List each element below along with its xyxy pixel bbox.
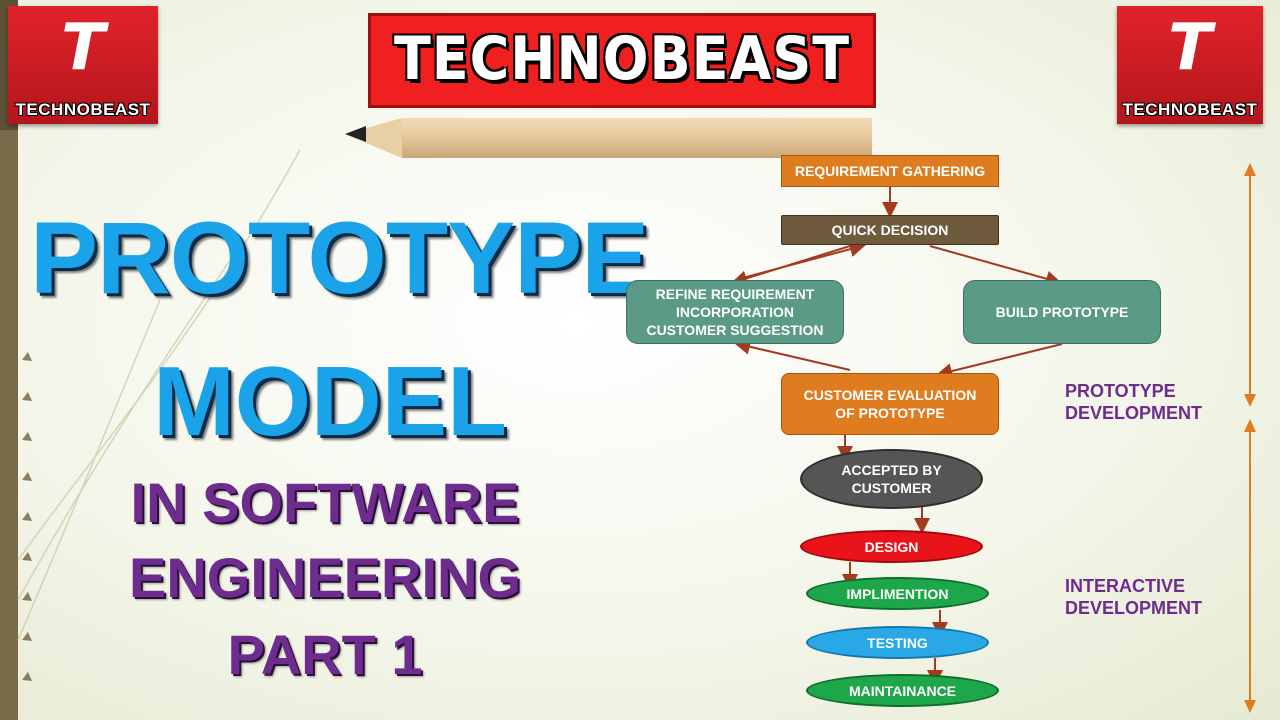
logo-mark-right: T [1168, 11, 1212, 85]
interactive-label-line-2: DEVELOPMENT [1065, 598, 1203, 618]
design-oval: DESIGN [800, 530, 983, 563]
technobeast-logo-right: T TECHNOBEAST [1117, 6, 1263, 124]
title-line-2: MODEL [153, 346, 507, 456]
interactive-development-label: INTERACTIVE DEVELOPMENT [1065, 575, 1202, 619]
requirement-gathering-box: REQUIREMENT GATHERING [781, 155, 999, 187]
technobeast-logo-left: T TECHNOBEAST [8, 6, 158, 124]
subtitle-line-2: ENGINEERING [128, 546, 522, 609]
logo-text-left: TECHNOBEAST [15, 100, 151, 119]
accepted-by-customer-oval: ACCEPTED BY CUSTOMER [800, 449, 983, 509]
logo-mark-left: T [61, 11, 105, 85]
subtitle-line-1: IN SOFTWARE [130, 471, 520, 534]
logo-text-right: TECHNOBEAST [1122, 100, 1258, 119]
interactive-label-line-1: INTERACTIVE [1065, 576, 1186, 596]
refine-line-2: INCORPORATION [676, 304, 794, 320]
title-banner: TECHNOBEAST [368, 13, 876, 108]
banner-text: TECHNOBEAST [393, 24, 851, 94]
refine-requirement-box: REFINE REQUIREMENT INCORPORATION CUSTOME… [626, 280, 844, 344]
quick-decision-box: QUICK DECISION [781, 215, 999, 245]
refine-line-3: CUSTOMER SUGGESTION [646, 322, 824, 338]
customer-evaluation-line-1: CUSTOMER EVALUATION [803, 387, 977, 403]
prototype-development-label: PROTOTYPE DEVELOPMENT [1065, 380, 1202, 424]
testing-oval: TESTING [806, 626, 989, 659]
customer-evaluation-line-2: OF PROTOTYPE [835, 405, 945, 421]
accepted-line-2: CUSTOMER [851, 480, 932, 496]
subtitle-line-3: PART 1 [227, 623, 423, 686]
left-decorative-bar [0, 0, 18, 720]
accepted-line-1: ACCEPTED BY [841, 462, 942, 478]
title-line-1: PROTOTYPE [30, 201, 649, 315]
implementation-oval: IMPLIMENTION [806, 577, 989, 610]
pencil-body [402, 118, 872, 158]
prototype-label-line-2: DEVELOPMENT [1065, 403, 1203, 423]
build-prototype-box: BUILD PROTOTYPE [963, 280, 1161, 344]
customer-evaluation-box: CUSTOMER EVALUATION OF PROTOTYPE [781, 373, 999, 435]
prototype-label-line-1: PROTOTYPE [1065, 381, 1176, 401]
maintenance-oval: MAINTAINANCE [806, 674, 999, 707]
refine-line-1: REFINE REQUIREMENT [655, 286, 815, 302]
